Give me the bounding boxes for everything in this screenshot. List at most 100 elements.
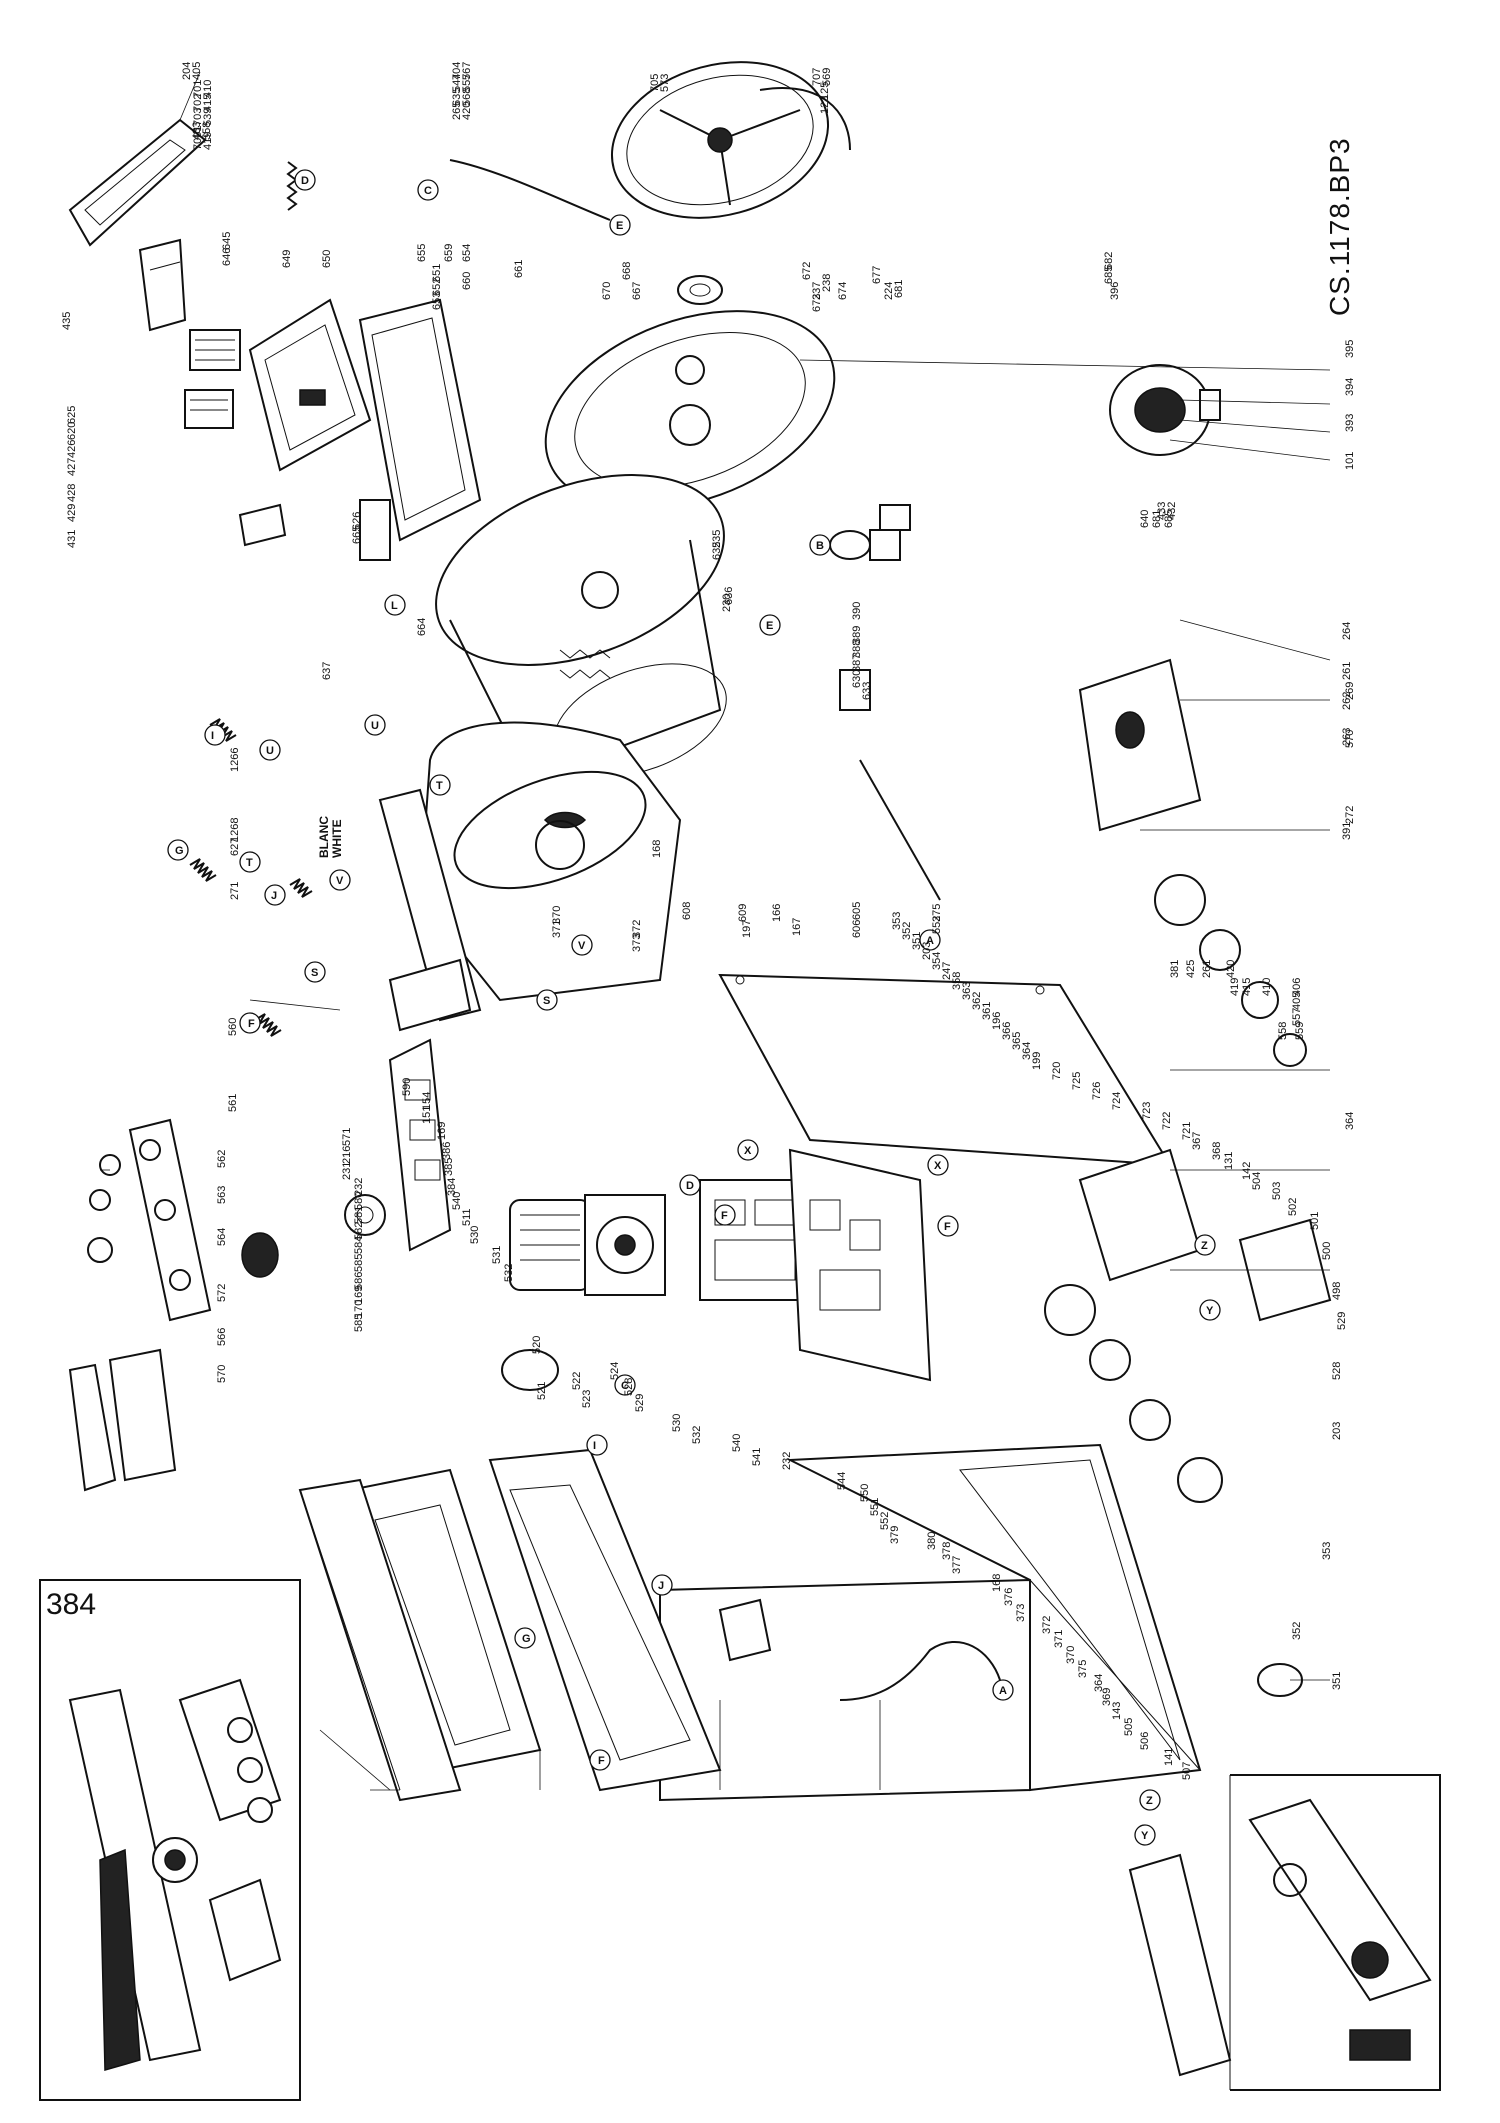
part-ref-661: 661 [513, 260, 525, 278]
part-ref-636: 636 [723, 587, 735, 605]
part-ref-426: 426 [66, 440, 78, 458]
part-ref-352: 352 [901, 922, 913, 940]
part-ref-590: 590 [401, 1078, 413, 1096]
part-ref-379: 379 [889, 1526, 901, 1544]
circled-letter-t2: T [239, 851, 261, 873]
part-ref-584: 584 [353, 1236, 365, 1254]
part-ref-559: 559 [1294, 1022, 1306, 1040]
part-ref-585: 585 [353, 1254, 365, 1272]
part-ref-238: 238 [821, 274, 833, 292]
circled-letter-b: B [809, 534, 831, 556]
circled-letter-s: S [304, 961, 326, 983]
part-ref-405: 405 [191, 62, 203, 80]
part-ref-230: 230 [721, 594, 733, 612]
circled-letter-a2: A [992, 1679, 1014, 1701]
part-ref-726: 726 [1091, 1082, 1103, 1100]
part-ref-366: 366 [1001, 1022, 1013, 1040]
part-ref-142: 142 [1241, 1162, 1253, 1180]
part-ref-358: 358 [951, 972, 963, 990]
diagram-identifier: CS.1178.BP3 [1324, 137, 1355, 316]
part-ref-351: 351 [911, 932, 923, 950]
circled-letter-k: I [204, 724, 226, 746]
motor [509, 1199, 591, 1291]
part-ref-231: 231 [341, 1162, 353, 1180]
pump-housing-388 [1078, 658, 1202, 832]
part-ref-557: 557 [1291, 1008, 1303, 1026]
circled-letter-v2: V [571, 934, 593, 956]
part-ref-353: 353 [1321, 1542, 1333, 1560]
part-ref-410: 410 [202, 80, 214, 98]
part-ref-433: 433 [1156, 502, 1168, 520]
part-ref-682: 682 [1103, 252, 1115, 270]
part-ref-667: 667 [631, 282, 643, 300]
circled-letter-i2: F [589, 1749, 611, 1771]
base-plinth [1128, 1853, 1232, 2077]
part-ref-131: 131 [1223, 1152, 1235, 1170]
part-ref-503: 503 [1271, 1182, 1283, 1200]
part-ref-352: 352 [1291, 1622, 1303, 1640]
circled-letter-a: A [919, 929, 941, 951]
svg-text:G: G [175, 845, 184, 857]
svg-text:Z: Z [1201, 1240, 1208, 1252]
circled-letter-d2: D [679, 1174, 701, 1196]
part-ref-652: 652 [431, 278, 443, 296]
circled-letter-g: X [737, 1139, 759, 1161]
part-ref-650: 650 [321, 250, 333, 268]
part-ref-569: 569 [821, 68, 833, 86]
part-ref-429: 429 [66, 504, 78, 522]
part-ref-370: 370 [551, 906, 563, 924]
part-ref-540: 540 [731, 1434, 743, 1452]
part-ref-1268: 1268 [229, 818, 241, 842]
part-ref-564: 564 [216, 1228, 228, 1246]
part-ref-428: 428 [66, 484, 78, 502]
small-bracket-parts [238, 499, 391, 561]
part-ref-504: 504 [1251, 1172, 1263, 1190]
part-ref-410: 410 [1261, 978, 1273, 996]
part-ref-672: 672 [801, 262, 813, 280]
part-ref-561: 561 [227, 1094, 239, 1112]
svg-text:C: C [424, 185, 432, 197]
part-ref-370: 370 [1065, 1646, 1077, 1664]
control-panel-fascia [128, 1118, 212, 1322]
capacitor [501, 1349, 559, 1391]
heater-shroud [1078, 1148, 1202, 1282]
top-lid [298, 1478, 462, 1802]
part-ref-529: 529 [1336, 1312, 1348, 1330]
part-ref-724: 724 [1111, 1092, 1123, 1110]
part-ref-626: 626 [351, 512, 363, 530]
part-ref-581: 581 [353, 1206, 365, 1224]
part-ref-363: 363 [961, 982, 973, 1000]
part-ref-168: 168 [991, 1574, 1003, 1592]
part-ref-406: 406 [1291, 978, 1303, 996]
part-ref-204: 204 [181, 62, 193, 80]
leader-lines [100, 359, 1331, 1791]
part-ref-654: 654 [461, 244, 473, 262]
part-ref-505: 505 [1123, 1718, 1135, 1736]
part-ref-703: 703 [192, 108, 204, 126]
part-ref-498: 498 [1331, 1282, 1343, 1300]
svg-text:S: S [543, 995, 550, 1007]
hose-c [449, 159, 611, 221]
part-ref-385: 385 [443, 1158, 455, 1176]
part-ref-541: 541 [751, 1448, 763, 1466]
part-ref-550: 550 [859, 1484, 871, 1502]
part-ref-521: 521 [536, 1382, 548, 1400]
part-ref-721: 721 [1181, 1122, 1193, 1140]
part-ref-685: 685 [1103, 266, 1115, 284]
circled-letter-c2: C [614, 1374, 636, 1396]
part-ref-271: 271 [229, 882, 241, 900]
part-ref-199: 199 [1031, 1052, 1043, 1070]
part-ref-635: 635 [451, 88, 463, 106]
part-ref-649: 649 [281, 250, 293, 268]
part-ref-420: 420 [461, 102, 473, 120]
part-ref-668: 668 [621, 262, 633, 280]
svg-text:Z: Z [1146, 1795, 1153, 1807]
circled-letter-l2: J [651, 1574, 673, 1596]
pressostat [344, 1194, 386, 1236]
pump-assembly-b [1044, 1284, 1223, 1503]
part-ref-371: 371 [1053, 1630, 1065, 1648]
part-ref-705: 705 [649, 74, 661, 92]
part-ref-143: 143 [1111, 1702, 1123, 1720]
part-ref-681: 681 [1151, 510, 1163, 528]
